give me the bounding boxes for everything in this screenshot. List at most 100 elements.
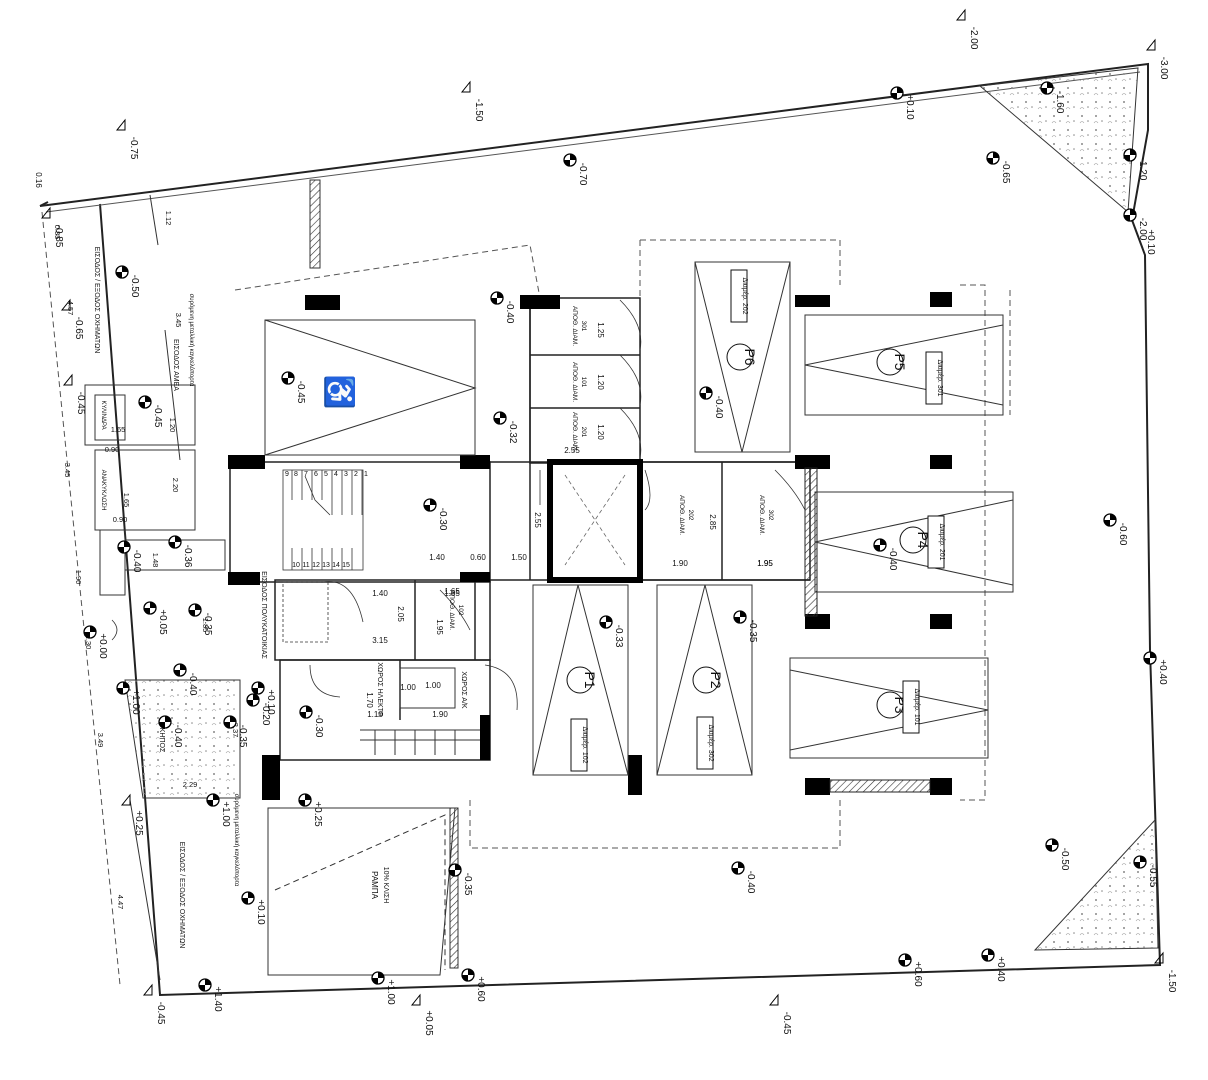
level-value: -0.35 — [462, 873, 473, 896]
level-value: 0.16 — [34, 172, 43, 188]
barrier2-label: συρόμενη μεταλλική καγκελόπορτα — [233, 794, 240, 887]
level-value: -0.40 — [172, 725, 183, 748]
cylinders2-label: ΑΝΑΚΥΚΛΩΣΗ — [100, 470, 106, 511]
level-value: -0.30 — [437, 508, 448, 531]
staircase — [282, 469, 364, 643]
dimension: 1.95 — [435, 619, 444, 635]
level-value: -0.70 — [577, 163, 588, 186]
parking-owner: Διαμέρ. 302 — [707, 725, 715, 762]
dimension: 1.40 — [429, 553, 445, 562]
level-value: -0.50 — [1059, 848, 1070, 871]
storage-unit: 202 — [687, 510, 694, 521]
level-marker — [1133, 855, 1147, 869]
level-value: -0.35 — [747, 620, 758, 643]
parking-owner: Διαμέρ. 301 — [936, 360, 944, 397]
level-value: +0.10 — [255, 899, 266, 925]
dimension: 2.55 — [533, 512, 542, 528]
level-marker — [981, 948, 995, 962]
storage-label: ΑΠΟΘ. ΔΙΑΜ. — [678, 495, 685, 535]
dimension: 3.45 — [63, 463, 72, 478]
parking-owner: Διαμέρ. 201 — [938, 524, 946, 561]
barrier-label: συρόμενη μεταλλική καγκελόπορτα — [188, 294, 195, 387]
storage-unit: 102 — [457, 605, 464, 616]
garden-left — [124, 679, 241, 799]
level-value: -0.40 — [187, 673, 198, 696]
door-arcs — [111, 299, 806, 711]
storage-unit: 101 — [580, 377, 587, 388]
dimension: 2.29 — [183, 780, 198, 789]
level-value: -0.50 — [129, 275, 140, 298]
parking-tag — [927, 515, 945, 569]
level-marker — [898, 953, 912, 967]
parking-owner: Διαμέρ. 202 — [741, 278, 749, 315]
dimension: 2.05 — [396, 606, 405, 622]
level-value: +0.25 — [133, 810, 144, 836]
parking-owner: Διαμέρ. 101 — [913, 689, 921, 726]
level-value: +0.60 — [475, 976, 486, 1002]
dimension: 1.95 — [757, 559, 773, 568]
level-value: -0.45 — [75, 392, 86, 415]
level-value: +0.40 — [1157, 659, 1168, 685]
stair-step-number: 9 — [285, 471, 289, 478]
accessible-icon: ♿ — [323, 375, 356, 410]
level-marker — [298, 793, 312, 807]
left-entrance-structure — [84, 179, 459, 981]
stair-step-number: 5 — [324, 471, 328, 478]
parking-badge — [899, 526, 927, 554]
level-value: +1.00 — [385, 979, 396, 1005]
entrance-amea-label: ΕΙΣΟΔΟΣ ΑΜΕΑ — [172, 339, 179, 391]
level-marker — [246, 693, 260, 707]
level-marker — [1123, 208, 1137, 222]
level-triangle — [40, 206, 51, 219]
level-marker — [448, 863, 462, 877]
level-triangle — [1153, 951, 1164, 964]
level-value: +0.40 — [995, 956, 1006, 982]
level-value: +0.10 — [904, 94, 915, 120]
level-triangle — [142, 983, 153, 996]
level-value: +0.10 — [265, 689, 276, 715]
ramp — [267, 807, 456, 976]
level-value: -0.65 — [73, 317, 84, 340]
level-value: -0.85 — [53, 225, 64, 248]
level-value: -0.45 — [152, 405, 163, 428]
level-triangle — [955, 8, 966, 21]
elevator-shaft — [547, 459, 643, 583]
parking-badge — [876, 348, 904, 376]
dimension: 0.85 — [53, 225, 62, 240]
level-value: +1.00 — [220, 801, 231, 827]
parking-id: P2 — [708, 671, 724, 688]
level-value: +0.00 — [97, 633, 108, 659]
parking-bays — [264, 261, 1014, 776]
level-triangle — [120, 793, 131, 806]
level-marker — [461, 968, 475, 982]
level-value: -0.40 — [713, 396, 724, 419]
garden-label: ΚΗΠΟΣ — [158, 728, 165, 753]
parking-tag — [730, 269, 748, 323]
dimension: 1.65 — [444, 589, 460, 598]
storage-dim: 1.65 — [444, 587, 460, 596]
storage-label: ΑΠΟΘ. ΔΙΑΜ. — [571, 412, 578, 452]
storage-label: ΑΠΟΘ. ΔΙΑΜ. — [571, 306, 578, 346]
parking-id: P1 — [582, 671, 598, 688]
entry-exit-top-label: ΕΙΣΟΔΟΣ / ΕΞΟΔΟΣ ΟΧΗΜΑΤΩΝ — [93, 247, 100, 354]
parking-tag — [696, 716, 714, 770]
dimension: 1.20 — [168, 418, 177, 433]
garden-corner-bottom-right — [1033, 818, 1159, 951]
stair-step-number: 6 — [314, 471, 318, 478]
stair-step-number: 14 — [332, 562, 340, 569]
level-value: -0.45 — [295, 381, 306, 404]
level-value: -0.60 — [1117, 523, 1128, 546]
stair-step-number: 7 — [304, 471, 308, 478]
level-marker — [223, 715, 237, 729]
level-marker — [173, 663, 187, 677]
storage-bars — [360, 667, 480, 755]
dimension: 1.30 — [84, 635, 93, 650]
dimension: 1.70 — [365, 692, 374, 708]
parking-tag — [902, 680, 920, 734]
room-ak: ΧΩΡΟΣ Α/Κ — [460, 671, 467, 709]
level-marker — [490, 291, 504, 305]
level-marker — [699, 386, 713, 400]
setback-lines — [41, 211, 1011, 986]
dimension: 1.90 — [672, 559, 688, 568]
